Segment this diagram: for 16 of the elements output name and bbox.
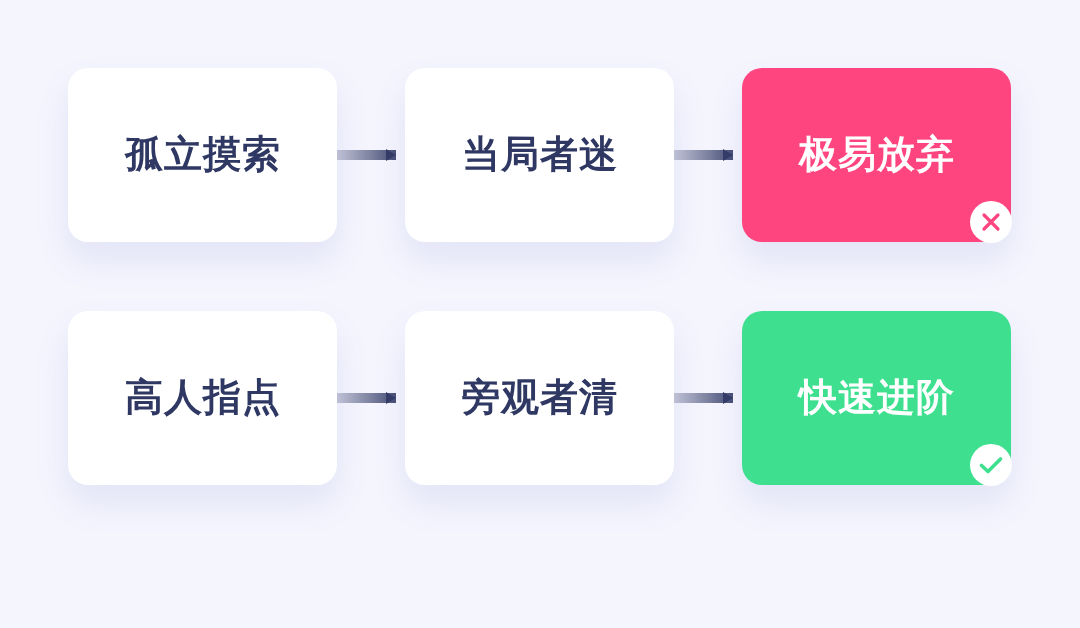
arrow bbox=[674, 149, 733, 161]
node-label: 快速进阶 bbox=[798, 375, 955, 421]
arrow bbox=[674, 392, 733, 404]
process-box bbox=[742, 311, 1011, 485]
arrow bbox=[337, 392, 396, 404]
process-box bbox=[742, 68, 1011, 242]
arrow bbox=[337, 149, 396, 161]
node-label: 当局者迷 bbox=[461, 132, 618, 178]
process-box bbox=[405, 68, 674, 242]
node-label: 孤立摸索 bbox=[124, 132, 281, 178]
node-label: 极易放弃 bbox=[798, 132, 955, 178]
node-label: 高人指点 bbox=[124, 375, 281, 421]
node-label: 旁观者清 bbox=[461, 375, 618, 421]
process-box bbox=[68, 311, 337, 485]
process-box bbox=[68, 68, 337, 242]
process-box bbox=[405, 311, 674, 485]
